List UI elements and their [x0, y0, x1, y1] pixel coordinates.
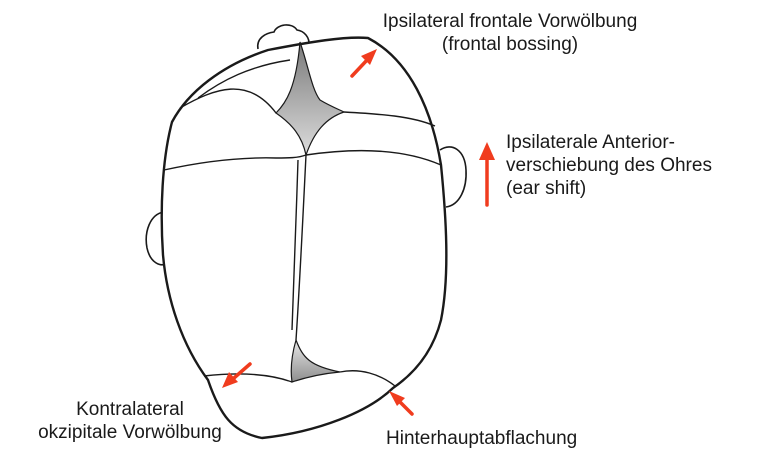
ear-shift-label: Ipsilaterale Anterior- verschiebung des …	[506, 131, 756, 200]
occipital-flattening-label: Hinterhauptabflachung	[386, 427, 616, 450]
frontal-bossing-line2: (frontal bossing)	[370, 33, 650, 56]
ear-shift-line1: Ipsilaterale Anterior-	[506, 131, 756, 154]
occipital-bossing-line1: Kontralateral	[30, 398, 230, 421]
occipital-bossing-line2: okzipitale Vorwölbung	[30, 421, 230, 444]
ear-shift-line3: (ear shift)	[506, 177, 756, 200]
ear-shift-arrow	[479, 142, 495, 205]
ear-shift-line2: verschiebung des Ohres	[506, 154, 756, 177]
occipital-bossing-label: Kontralateral okzipitale Vorwölbung	[30, 398, 230, 444]
occipital-flattening-line1: Hinterhauptabflachung	[386, 427, 616, 450]
occipital-flattening-arrow	[389, 391, 412, 414]
frontal-bossing-label: Ipsilateral frontale Vorwölbung (frontal…	[370, 10, 650, 56]
frontal-bossing-line1: Ipsilateral frontale Vorwölbung	[370, 10, 650, 33]
